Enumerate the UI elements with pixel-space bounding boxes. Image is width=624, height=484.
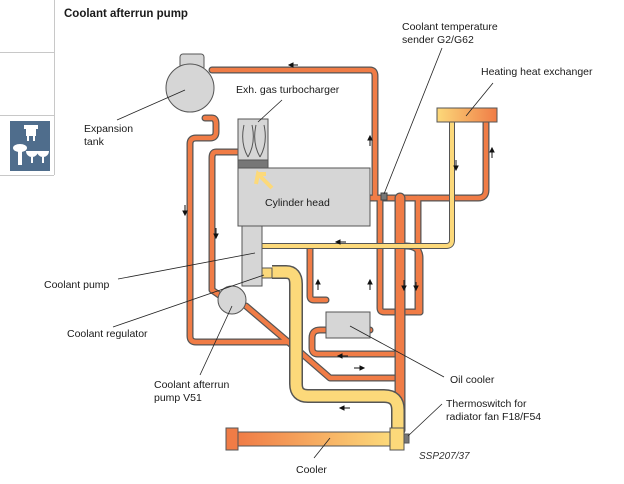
oil-cooler <box>325 311 371 339</box>
engine-components-icon[interactable] <box>10 121 50 171</box>
arrow-left-icon <box>336 353 343 359</box>
page-title: Coolant afterrun pump <box>64 8 188 20</box>
arrow-down-icon <box>413 285 419 292</box>
turbocharger <box>237 118 269 169</box>
cooler <box>237 431 391 447</box>
label-afterrun-pump: Coolant afterrun pump V51 <box>154 379 230 404</box>
arrow-left-icon <box>287 62 294 68</box>
arrow-right-icon <box>359 365 366 371</box>
label-temp-sender: Coolant temperature sender G2/G62 <box>402 21 498 46</box>
flow-arrows <box>182 62 495 411</box>
cooler-end-tank <box>225 427 239 451</box>
cooler-outlet-tank <box>389 427 405 451</box>
coolant-pump <box>241 225 263 287</box>
label-cooler: Cooler <box>296 464 327 476</box>
arrow-down-icon <box>182 210 188 217</box>
label-heating-exchanger: Heating heat exchanger <box>481 66 593 78</box>
label-expansion-tank: Expansion tank <box>84 123 134 148</box>
label-coolant-pump: Coolant pump <box>44 279 110 291</box>
label-cylinder-head: Cylinder head <box>265 197 330 209</box>
sidebar <box>0 0 55 176</box>
heat-flow-arrow-icon <box>254 169 274 190</box>
sidebar-divider <box>0 115 54 116</box>
label-turbocharger: Exh. gas turbocharger <box>236 84 340 96</box>
expansion-tank <box>165 53 215 113</box>
arrow-up-icon <box>367 278 373 285</box>
arrow-up-icon <box>315 278 321 285</box>
arrow-left-icon <box>334 239 341 245</box>
sidebar-divider <box>0 175 54 176</box>
coolant-regulator <box>261 267 273 279</box>
arrow-left-icon <box>338 405 345 411</box>
hot-pipes <box>186 66 490 436</box>
arrow-up-icon <box>367 134 373 141</box>
sidebar-divider <box>0 52 54 53</box>
arrow-down-icon <box>453 165 459 172</box>
label-oil-cooler: Oil cooler <box>450 374 495 386</box>
arrow-up-icon <box>489 146 495 153</box>
arrow-down-icon <box>401 285 407 292</box>
cool-pipes <box>262 120 455 432</box>
label-coolant-regulator: Coolant regulator <box>67 328 148 340</box>
leader-lines <box>112 47 494 459</box>
thermoswitch <box>403 433 410 444</box>
label-thermoswitch: Thermoswitch for radiator fan F18/F54 <box>446 398 542 423</box>
arrow-down-icon <box>213 233 219 240</box>
figure-reference: SSP207/37 <box>419 451 470 462</box>
afterrun-pump <box>217 285 247 315</box>
temp-sender <box>380 192 388 201</box>
